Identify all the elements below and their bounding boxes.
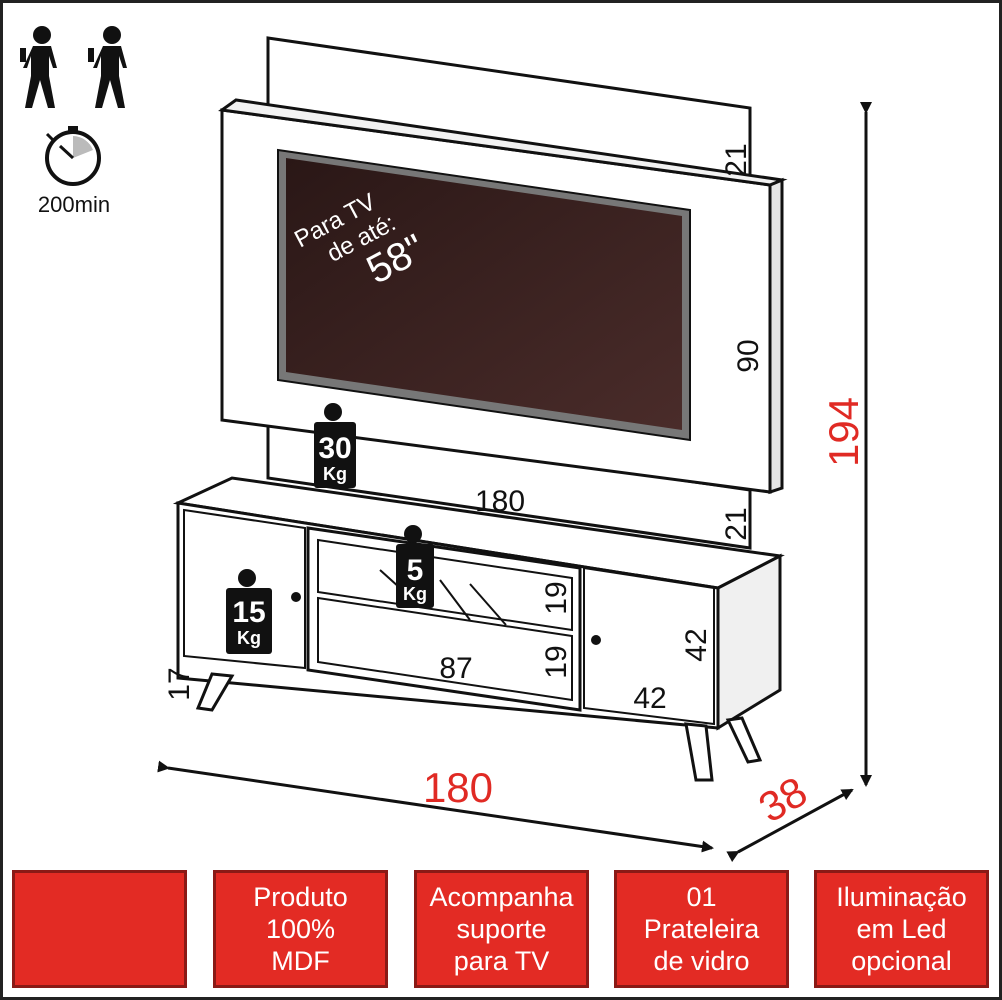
dim-panel-width: 180 xyxy=(475,485,525,518)
dim-panel-top-depth: 21 xyxy=(720,143,753,176)
dim-panel-height: 90 xyxy=(732,339,765,372)
svg-text:Kg: Kg xyxy=(403,584,427,604)
svg-text:30: 30 xyxy=(318,432,351,465)
svg-text:Kg: Kg xyxy=(323,464,347,484)
feature-badge-led: Iluminação em Led opcional xyxy=(814,870,989,988)
dim-door-width: 42 xyxy=(633,682,666,715)
feature-badge-1 xyxy=(12,870,187,988)
svg-text:5: 5 xyxy=(407,554,424,587)
dim-niche-upper: 19 xyxy=(540,581,573,614)
dim-total-depth: 38 xyxy=(751,767,815,831)
dim-total-width: 180 xyxy=(423,764,493,811)
total-depth-arrow xyxy=(726,788,854,863)
svg-text:15: 15 xyxy=(232,596,265,629)
dim-total-height: 194 xyxy=(820,397,867,467)
svg-text:Kg: Kg xyxy=(237,628,261,648)
feature-badge-tv-support: Acompanha suporte para TV xyxy=(414,870,589,988)
dim-leg-height: 17 xyxy=(163,667,196,700)
two-people-icon xyxy=(20,26,127,108)
weight-tag-panel: 30 Kg xyxy=(314,403,356,488)
feature-badge-glass-shelf: 01 Prateleira de vidro xyxy=(614,870,789,988)
rack-cabinet xyxy=(172,476,785,731)
weight-tag-shelf: 5 Kg xyxy=(396,525,434,608)
weight-tag-door: 15 Kg xyxy=(226,569,272,654)
dim-panel-bottom-depth: 21 xyxy=(720,507,753,540)
assembly-time: 200min xyxy=(38,192,110,217)
dim-niche-width: 87 xyxy=(439,652,472,685)
dim-door-height: 42 xyxy=(680,628,713,661)
tv-screen xyxy=(277,148,691,442)
feature-badge-mdf: Produto 100% MDF xyxy=(213,870,388,988)
dim-niche-lower: 19 xyxy=(540,645,573,678)
stopwatch-icon xyxy=(45,126,101,186)
total-width-arrow xyxy=(157,760,714,853)
feature-badges: Produto 100% MDF Acompanha suporte para … xyxy=(12,870,992,992)
